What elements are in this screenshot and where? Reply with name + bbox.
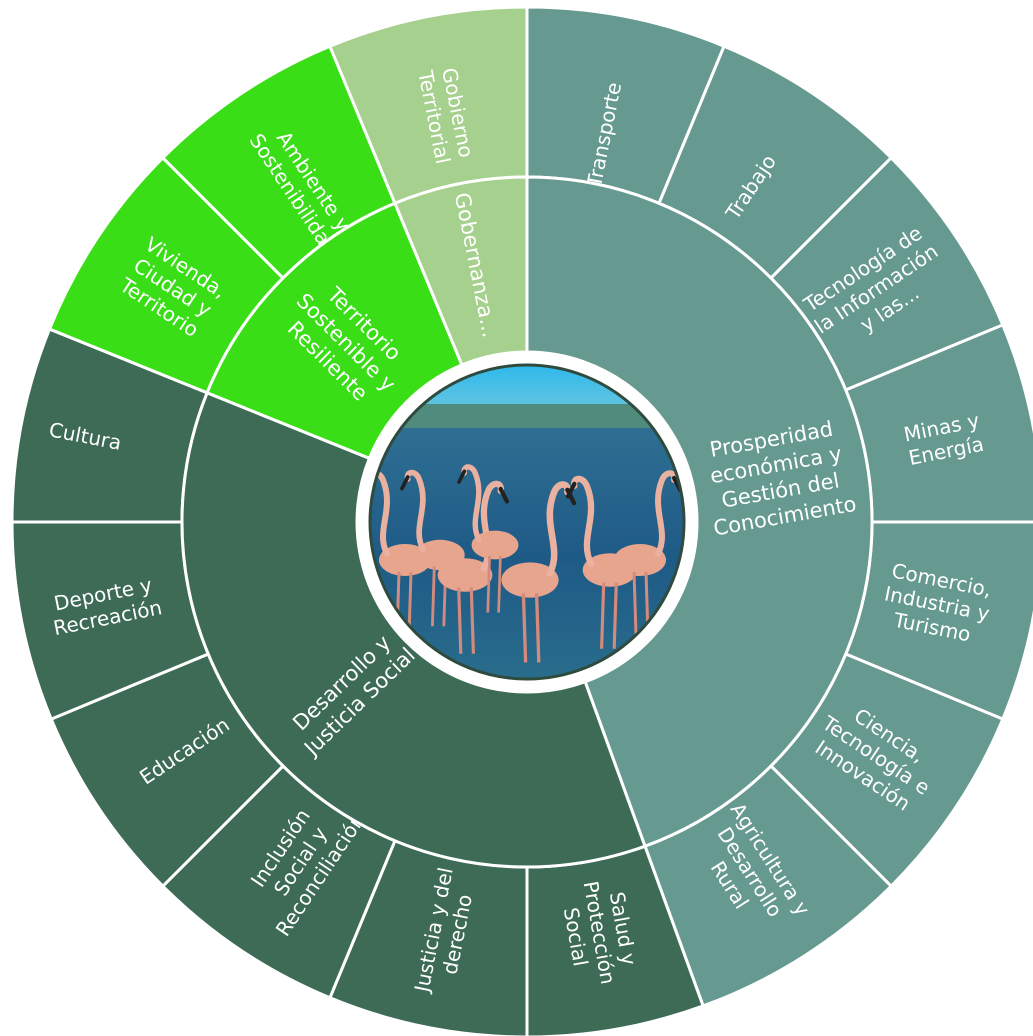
outer-segment-deporte-y-recreacion: Deporte yRecreación xyxy=(10,520,211,722)
flamingo xyxy=(437,480,510,654)
outer-segment-salud-y-proteccion-social: Salud yProtecciónSocial xyxy=(525,844,706,1036)
outer-segment-trabajo: Trabajo xyxy=(657,44,894,281)
outer-segment-agricultura-y-desarrollo-rural: Agricultura yDesarrolloRural xyxy=(643,763,894,1008)
outer-segment-minas-y-energia: Minas yEnergía xyxy=(843,322,1033,524)
inner-segment-label: Prosperidadeconómica yGestión delConocim… xyxy=(698,415,858,541)
treeline xyxy=(370,404,684,430)
outer-segment-vivienda-ciudad-y-territorio: Vivienda,Ciudad yTerritorio xyxy=(47,155,286,395)
flamingo-group xyxy=(370,464,682,663)
outer-segment-inclusion-social-y-reconciliacion: InclusiónSocial yReconciliación xyxy=(160,763,397,1000)
inner-segment-territorio: TerritorioSostenible yResiliente xyxy=(205,201,464,461)
outer-segment-comercio-industria-y-turismo: Comercio,Industria yTurismo xyxy=(843,520,1033,722)
outer-segment-ciencia-tecnologia-e-innovacion: Ciencia,Tecnología eInnovación xyxy=(768,652,1005,889)
outer-segment-gobierno-territorial: GobiernoTerritorial xyxy=(327,5,529,206)
flamingo xyxy=(501,481,577,663)
flamingo xyxy=(614,470,682,636)
flamingo xyxy=(457,464,519,613)
inner-segment-prosperidad: Prosperidadeconómica yGestión delConocim… xyxy=(525,175,874,849)
hub-edge xyxy=(368,363,686,681)
outer-segment-ambiente-y-sostenibilidad: Ambiente ySostenibilidad xyxy=(160,44,397,281)
center-image xyxy=(357,352,697,692)
outer-segment-justicia-y-del-derecho: Justicia y delderecho xyxy=(327,838,529,1036)
inner-segment-desarrollo: Desarrollo yJusticia Social xyxy=(180,390,647,869)
